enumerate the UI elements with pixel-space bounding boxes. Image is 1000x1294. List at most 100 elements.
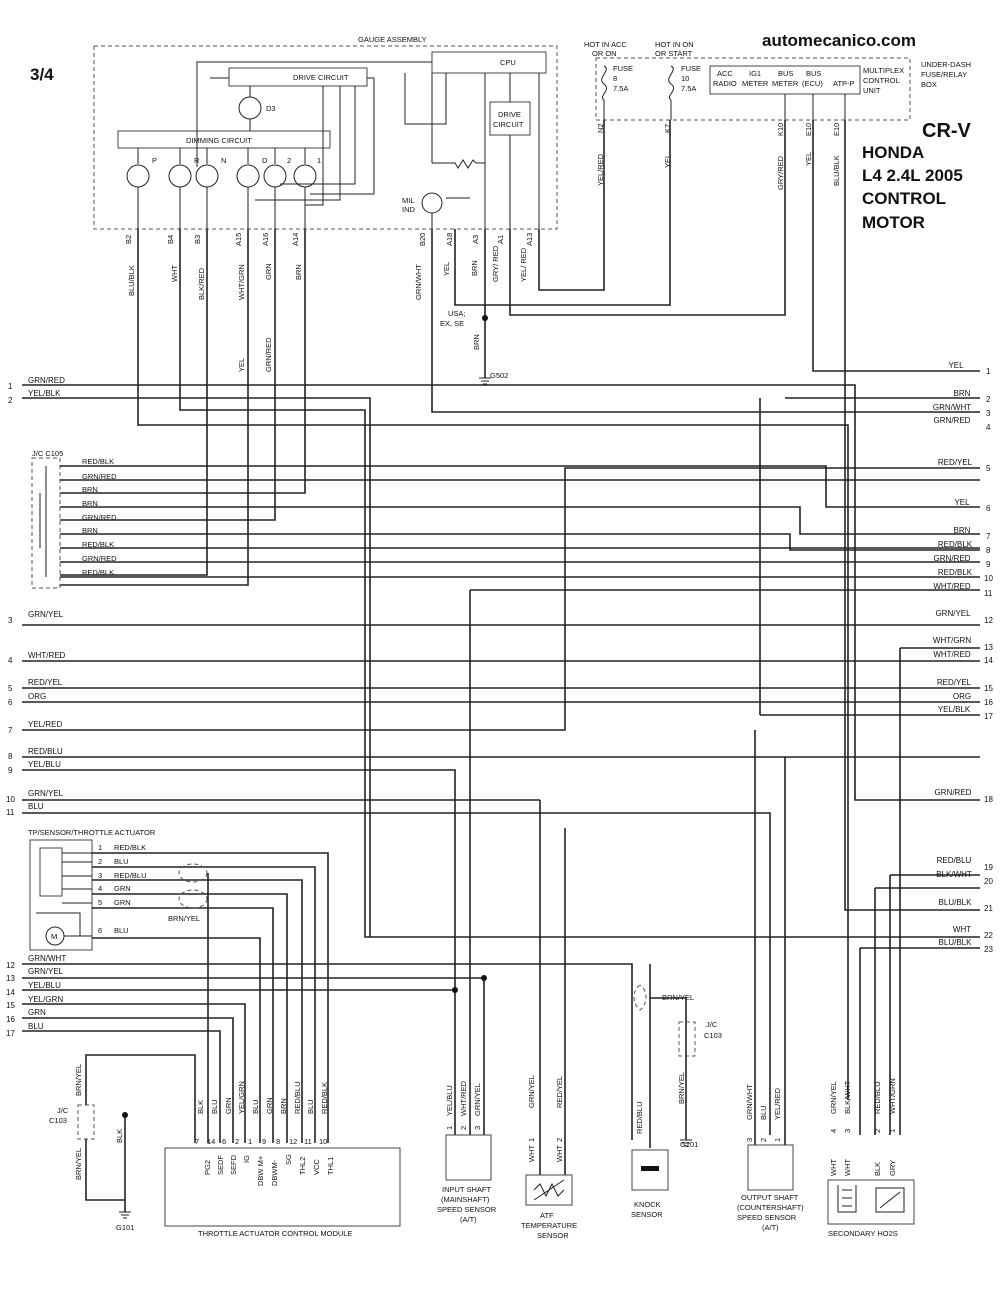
vehicle-title: HONDA L4 2.4L 2005 CONTROL MOTOR: [862, 143, 963, 232]
tacm-pin-name: IG: [242, 1155, 251, 1163]
jc-wire: GRN/RED: [82, 513, 117, 522]
atf-pin-wire: WHT: [527, 1145, 536, 1162]
hot-on-label: OR START: [655, 49, 693, 58]
right-wire-num: 8: [986, 546, 991, 555]
input-shaft-sensor: 1 2 3 YEL/BLU WHT/RED GRN/YEL INPUT SHAF…: [437, 1080, 497, 1224]
right-wire-label: GRN/RED: [934, 554, 971, 563]
tp-wire: BLU: [114, 926, 129, 935]
mcu-col: METER: [742, 79, 769, 88]
left-wire-num: 6: [8, 698, 13, 707]
lamp-label: N: [221, 156, 226, 165]
lamp-label: R: [194, 156, 200, 165]
multiplex-unit-box: [709, 65, 861, 95]
left-wire-num: 16: [6, 1015, 15, 1024]
dimming-circuit-box: [117, 130, 331, 149]
gauge-assembly-label: GAUGE ASSEMBLY: [358, 35, 427, 44]
atf-wire: RED/YEL: [555, 1076, 564, 1108]
input-pin: 3: [473, 1126, 482, 1130]
atf-label: ATF: [540, 1211, 554, 1220]
output-shaft-label: (COUNTERSHAFT): [737, 1203, 804, 1212]
atf-wire: GRN/YEL: [527, 1075, 536, 1108]
thermistor-icon: [533, 1179, 565, 1201]
box-label: FUSE/RELAY: [921, 70, 967, 79]
tacm-pin-name: THL2: [298, 1157, 307, 1175]
right-wire-label: RED/BLU: [937, 856, 972, 865]
ho2s-inner: GRY: [888, 1160, 897, 1176]
drive-circuit-right-label: CIRCUIT: [493, 120, 524, 129]
left-wire-num: 15: [6, 1001, 15, 1010]
jc-wire: BRN: [82, 499, 98, 508]
wire-path: [60, 229, 306, 494]
splice-dot: [482, 315, 488, 321]
gauge-wire: BRN: [294, 264, 303, 280]
jc-wire: BRN/YEL: [74, 1064, 83, 1096]
tacm-pin: 2: [235, 1137, 239, 1146]
lamp-2-icon: [263, 164, 287, 188]
jc-wire: GRN/RED: [82, 554, 117, 563]
right-wire-num: 18: [984, 795, 993, 804]
output-wires: [754, 730, 786, 1145]
right-wire-num: 13: [984, 643, 993, 652]
knock-label: SENSOR: [631, 1210, 663, 1219]
gauge-assembly-border: [93, 45, 558, 230]
tacm-pin: 7: [195, 1137, 199, 1146]
input-shaft-label: (MAINSHAFT): [441, 1195, 490, 1204]
fuse-8-label: FUSE: [613, 64, 633, 73]
tacm-pin-names: PG2 SEDF SEFD IG DBW M+ DBWM- SG THL2 VC…: [203, 1154, 335, 1186]
vehicle-title-line: CONTROL: [862, 189, 946, 208]
left-wire-num: 7: [8, 726, 13, 735]
tacm-wire: BRN: [279, 1098, 288, 1114]
left-wire-label: GRN/YEL: [28, 967, 64, 976]
output-shaft-label: (A/T): [762, 1223, 779, 1232]
input-shaft-label: (A/T): [460, 1215, 477, 1224]
splice-dot: [452, 987, 458, 993]
tp-sensor-label: TP/SENSOR/THROTTLE ACTUATOR: [28, 828, 156, 837]
jc-wire: RED/BLK: [82, 568, 114, 577]
underdash-pin: N2: [596, 123, 605, 133]
jc-c103-left: J/C C103 BRN/YEL BRN/YEL BLK G101: [49, 1054, 196, 1232]
gauge-pins: B2 B4 B3 A15 A16 A14 B20 A18 A3 A1 A13 B…: [124, 233, 534, 300]
right-wire-label: RED/BLK: [938, 540, 973, 549]
lamp-n-icon: [195, 164, 219, 188]
right-wire-num: 9: [986, 560, 991, 569]
right-wire-label: ORG: [953, 692, 971, 701]
vehicle-title-line: MOTOR: [862, 213, 925, 232]
tacm-pin-numbers: 7 14 6 2 1 9 8 12 11 10: [195, 1137, 327, 1146]
output-wire: BLU: [759, 1105, 768, 1120]
right-wire-label: RED/BLK: [938, 568, 973, 577]
g101-right-ground-icon: [680, 1139, 692, 1147]
tacm-pin: 12: [289, 1137, 297, 1146]
output-shaft-box: [747, 1144, 794, 1191]
gauge-pin: A14: [291, 233, 300, 246]
wire-path: [22, 769, 456, 1135]
gauge-wire: GRN/WHT: [414, 264, 423, 300]
underdash-wire: YEL: [663, 154, 672, 168]
right-wire-label: YEL/BLK: [938, 705, 971, 714]
left-wire-label: YEL/BLK: [28, 389, 61, 398]
gauge-wire: BLU/BLK: [127, 265, 136, 296]
gauge-wire-labels: BLU/BLK WHT BLK/RED WHT/GRN GRN BRN GRN/…: [127, 245, 528, 300]
gauge-pin: B2: [124, 235, 133, 244]
jc-c105-wire-labels: RED/BLK GRN/RED BRN BRN GRN/RED BRN RED/…: [82, 457, 117, 577]
wire-path: [538, 120, 605, 291]
right-wire-label: GRN/RED: [934, 416, 971, 425]
right-wire-num: 4: [986, 423, 991, 432]
d3-label: D3: [266, 104, 276, 113]
jc-wire: RED/BLK: [82, 457, 114, 466]
o2-cell-icon: [875, 1187, 905, 1213]
atf-label: SENSOR: [537, 1231, 569, 1240]
fuse-8-label: 7.5A: [613, 84, 628, 93]
tacm-pin-name: THL1: [326, 1157, 335, 1175]
gauge-wire: WHT/GRN: [237, 264, 246, 300]
left-wire-num: 8: [8, 752, 13, 761]
tp-sensor-inner: [39, 847, 63, 897]
left-wire-num: 10: [6, 795, 15, 804]
left-wire-num: 4: [8, 656, 13, 665]
d3-lamp-icon: [238, 96, 262, 120]
gauge-internal-wiring: [196, 61, 540, 229]
mil-lamp-icon: [421, 192, 443, 214]
jc-wire: BRN: [82, 485, 98, 494]
gauge-pin: B3: [193, 235, 202, 244]
tacm-pin-name: VCC: [312, 1159, 321, 1175]
jc-c103-right: J/C C103 BRN/YEL G101: [677, 1020, 722, 1149]
